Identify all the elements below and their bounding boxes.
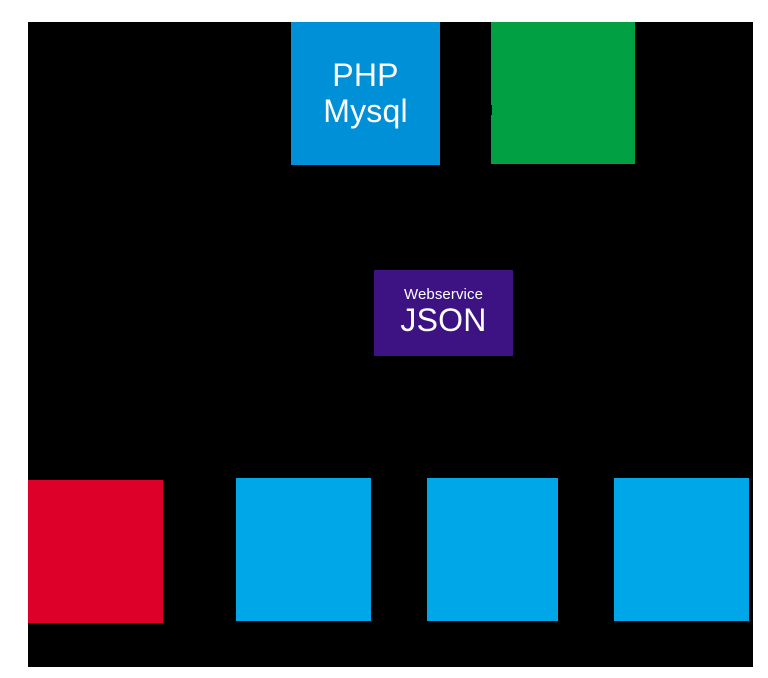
php-mysql-node[interactable]: PHP Mysql (291, 22, 440, 165)
json-label: JSON (400, 302, 487, 339)
diagram-canvas: PHP Mysql Webservice JSON (28, 22, 753, 667)
php-mysql-label-line-1: PHP (332, 56, 399, 93)
edge-speck-artifact (489, 105, 492, 115)
blue-node-1[interactable] (236, 478, 371, 621)
webservice-node[interactable]: Webservice JSON (374, 270, 513, 356)
php-mysql-label-line-2: Mysql (323, 92, 408, 129)
webservice-label: Webservice (403, 285, 484, 303)
blue-node-2[interactable] (427, 478, 558, 621)
red-node[interactable] (28, 480, 163, 623)
blue-node-3[interactable] (614, 478, 749, 621)
green-node[interactable] (491, 22, 635, 164)
